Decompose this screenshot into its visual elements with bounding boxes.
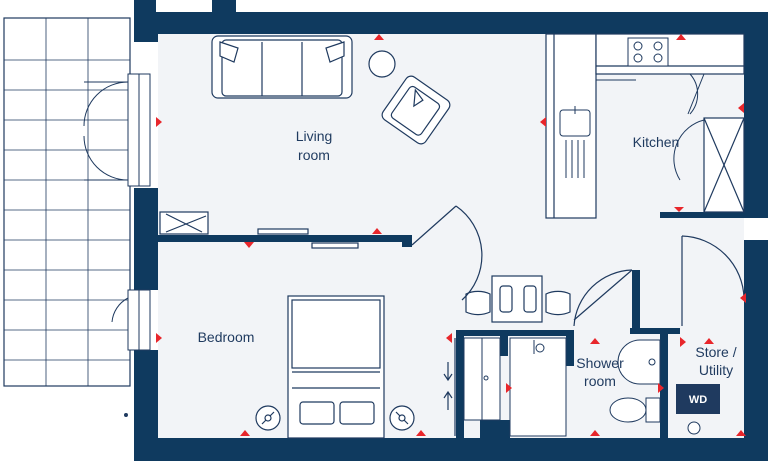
kitchen-sink	[559, 106, 591, 178]
kitchen-units	[545, 33, 745, 219]
side-table	[368, 50, 396, 78]
bedside-lamp-left	[255, 405, 281, 431]
living-room-label-line1: Living	[296, 128, 333, 144]
toilet	[609, 397, 661, 423]
store-utility-label-line1: Store /	[695, 344, 736, 360]
tv-unit	[159, 211, 359, 249]
bedroom-label: Bedroom	[198, 329, 255, 345]
bedside-lamp-right	[389, 405, 415, 431]
kitchen-label: Kitchen	[633, 134, 680, 150]
shower-room-label-line2: room	[584, 373, 616, 389]
markers	[156, 34, 746, 436]
sofa	[211, 35, 353, 99]
doors	[411, 205, 745, 436]
basin	[617, 339, 661, 385]
washer-dryer-label: WD	[689, 394, 707, 406]
armchair	[381, 75, 451, 145]
wardrobe	[463, 337, 501, 421]
shower	[509, 337, 567, 437]
store-utility-label-line2: Utility	[699, 362, 733, 378]
hob	[627, 37, 669, 67]
washer-dryer: WD	[676, 384, 720, 435]
bed	[287, 295, 385, 439]
dining-set	[465, 275, 571, 323]
walls	[134, 0, 768, 461]
living-room-label-line2: room	[298, 147, 330, 163]
kitchen-door-swings	[596, 73, 705, 181]
room-labels: Living room Kitchen Bedroom Shower room …	[198, 128, 737, 389]
shower-room-label-line1: Shower	[576, 355, 624, 371]
balcony	[3, 17, 131, 417]
balcony-doors	[83, 81, 129, 323]
windows	[127, 73, 151, 351]
